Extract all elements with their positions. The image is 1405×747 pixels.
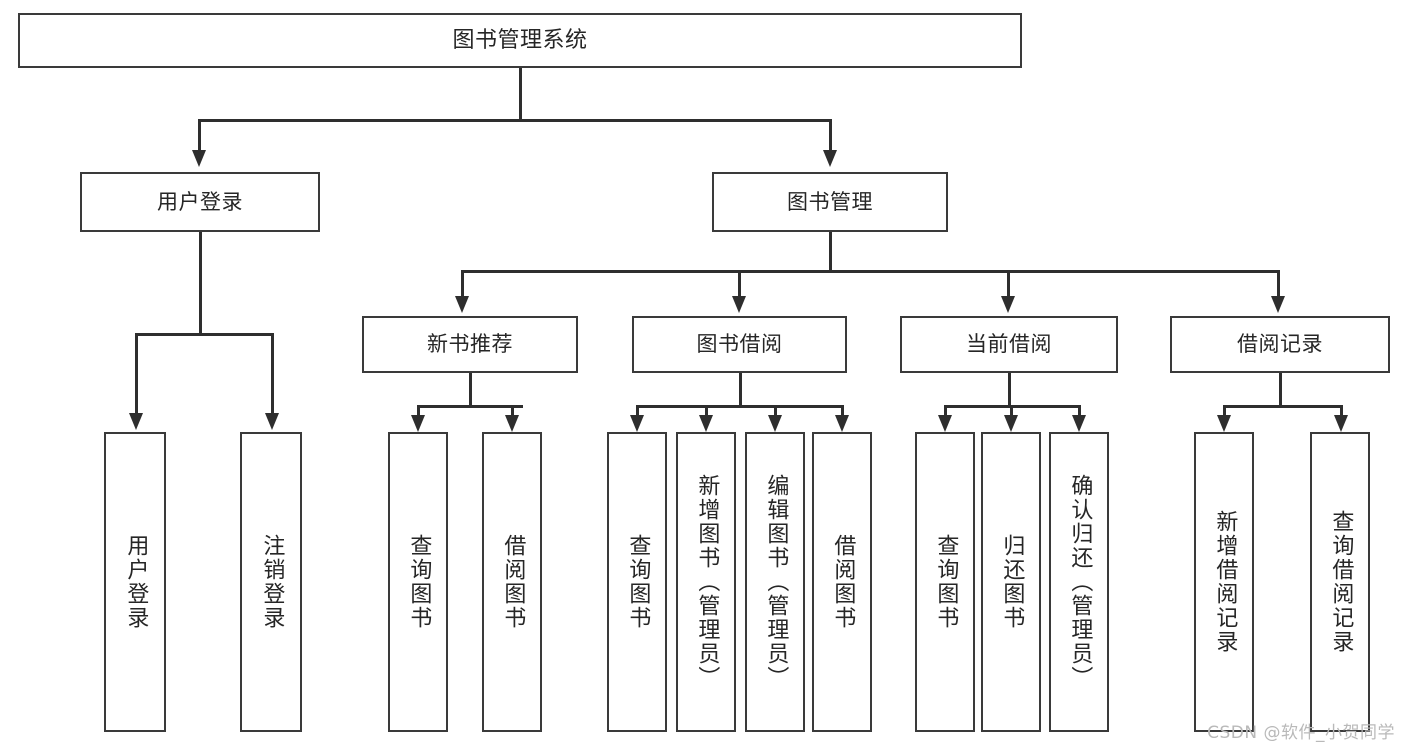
connector-root-to-user-login — [198, 119, 201, 152]
node-borrow-record[interactable]: 借阅记录 — [1170, 316, 1390, 373]
leaf-book-borrow-add-book[interactable]: 新增图书（管理员） — [676, 432, 736, 732]
leaf-label: 编辑图书（管理员） — [763, 474, 789, 690]
connector-new-book-drop-1 — [417, 405, 420, 418]
arrowhead-cb-return-book — [1004, 415, 1018, 432]
connector-book-borrow-bus — [636, 405, 842, 408]
leaf-new-book-borrow-book[interactable]: 借阅图书 — [482, 432, 542, 732]
arrowhead-br-add-record — [1217, 415, 1231, 432]
arrowhead-leaf-user-login — [129, 413, 143, 430]
arrowhead-bb-query-book — [630, 415, 644, 432]
node-book-management[interactable]: 图书管理 — [712, 172, 948, 232]
connector-current-borrow-stem — [1008, 373, 1011, 407]
arrowhead-book-borrow — [732, 296, 746, 313]
leaf-current-borrow-confirm-return[interactable]: 确认归还（管理员） — [1049, 432, 1109, 732]
node-label: 当前借阅 — [966, 332, 1052, 357]
connector-br-drop-1 — [1223, 405, 1226, 418]
connector-new-book-stem — [469, 373, 472, 407]
connector-new-book-drop-2 — [511, 405, 514, 418]
leaf-borrow-record-add-record[interactable]: 新增借阅记录 — [1194, 432, 1254, 732]
watermark-text: CSDN @软件_小贺同学 — [1207, 723, 1395, 743]
connector-user-login-bus — [135, 333, 273, 336]
leaf-new-book-query-book[interactable]: 查询图书 — [388, 432, 448, 732]
connector-user-login-stem — [199, 232, 202, 335]
arrowhead-nb-borrow-book — [505, 415, 519, 432]
connector-cb-drop-2 — [1010, 405, 1013, 418]
leaf-book-borrow-edit-book[interactable]: 编辑图书（管理员） — [745, 432, 805, 732]
arrowhead-nb-query-book — [411, 415, 425, 432]
node-book-management-system[interactable]: 图书管理系统 — [18, 13, 1022, 68]
connector-root-bus — [198, 119, 831, 122]
connector-cb-drop-3 — [1078, 405, 1081, 418]
leaf-label: 查询图书 — [933, 534, 959, 630]
leaf-label: 新增图书（管理员） — [694, 474, 720, 690]
node-user-login[interactable]: 用户登录 — [80, 172, 320, 232]
connector-bm-drop-book-borrow — [738, 270, 741, 298]
connector-br-drop-2 — [1340, 405, 1343, 418]
connector-cb-drop-1 — [944, 405, 947, 418]
arrowhead-new-book-recommend — [455, 296, 469, 313]
leaf-label: 新增借阅记录 — [1212, 510, 1238, 654]
arrowhead-cb-confirm-return — [1072, 415, 1086, 432]
node-label: 用户登录 — [157, 189, 243, 214]
leaf-label: 确认归还（管理员） — [1067, 474, 1093, 690]
arrowhead-cb-query-book — [938, 415, 952, 432]
arrowhead-bb-add-book — [699, 415, 713, 432]
node-new-book-recommend[interactable]: 新书推荐 — [362, 316, 578, 373]
leaf-label: 查询图书 — [625, 534, 651, 630]
arrowhead-user-login — [192, 150, 206, 167]
leaf-book-borrow-query-book[interactable]: 查询图书 — [607, 432, 667, 732]
connector-borrow-record-stem — [1279, 373, 1282, 407]
connector-current-borrow-bus — [944, 405, 1081, 408]
leaf-current-borrow-return-book[interactable]: 归还图书 — [981, 432, 1041, 732]
leaf-book-borrow-borrow-book[interactable]: 借阅图书 — [812, 432, 872, 732]
node-label: 图书借阅 — [696, 332, 783, 357]
connector-book-management-bus — [461, 270, 1279, 273]
connector-bb-drop-2 — [705, 405, 708, 418]
leaf-user-login[interactable]: 用户登录 — [104, 432, 166, 732]
connector-user-login-drop-1 — [135, 333, 138, 415]
leaf-label: 用户登录 — [123, 534, 149, 630]
connector-root-stem — [519, 68, 522, 121]
arrowhead-borrow-record — [1271, 296, 1285, 313]
leaf-label: 借阅图书 — [500, 534, 526, 630]
connector-user-login-drop-2 — [271, 333, 274, 415]
connector-root-to-book-management — [829, 119, 832, 152]
leaf-label: 查询借阅记录 — [1328, 510, 1354, 654]
arrowhead-leaf-logout — [265, 413, 279, 430]
node-label: 新书推荐 — [427, 332, 513, 357]
leaf-current-borrow-query-book[interactable]: 查询图书 — [915, 432, 975, 732]
node-book-borrow[interactable]: 图书借阅 — [632, 316, 847, 373]
connector-book-management-stem — [829, 232, 832, 272]
connector-borrow-record-bus — [1223, 405, 1342, 408]
leaf-logout[interactable]: 注销登录 — [240, 432, 302, 732]
arrowhead-current-borrow — [1001, 296, 1015, 313]
leaf-label: 归还图书 — [999, 534, 1025, 630]
connector-bb-drop-4 — [841, 405, 844, 418]
leaf-borrow-record-query-record[interactable]: 查询借阅记录 — [1310, 432, 1370, 732]
node-current-borrow[interactable]: 当前借阅 — [900, 316, 1118, 373]
connector-bm-drop-borrow-record — [1277, 270, 1280, 298]
connector-bb-drop-3 — [774, 405, 777, 418]
connector-bm-drop-new-book — [461, 270, 464, 298]
arrowhead-bb-edit-book — [768, 415, 782, 432]
leaf-label: 注销登录 — [259, 534, 285, 630]
leaf-label: 借阅图书 — [830, 534, 856, 630]
arrowhead-br-query-record — [1334, 415, 1348, 432]
leaf-label: 查询图书 — [406, 534, 432, 630]
arrowhead-book-management — [823, 150, 837, 167]
node-label: 图书管理 — [787, 189, 873, 214]
connector-new-book-bus — [417, 405, 523, 408]
arrowhead-bb-borrow-book — [835, 415, 849, 432]
connector-bb-drop-1 — [636, 405, 639, 418]
node-label: 借阅记录 — [1237, 332, 1323, 357]
connector-bm-drop-current-borrow — [1007, 270, 1010, 298]
connector-book-borrow-stem — [739, 373, 742, 407]
node-label: 图书管理系统 — [452, 27, 588, 53]
